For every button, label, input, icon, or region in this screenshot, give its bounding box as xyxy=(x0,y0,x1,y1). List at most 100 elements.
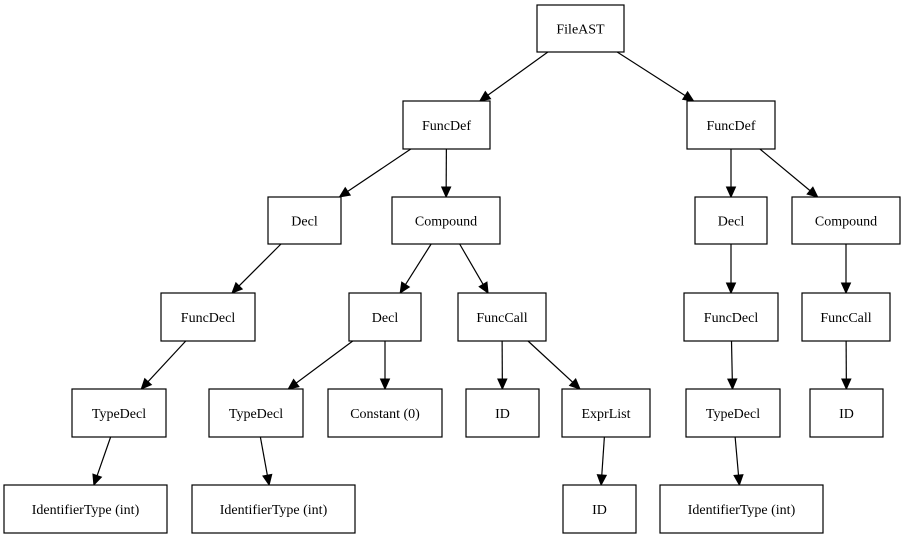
node-box xyxy=(465,388,540,438)
edge-funccall-to-id xyxy=(497,340,508,391)
edge-line xyxy=(730,340,733,380)
arrowhead-icon xyxy=(733,474,744,487)
node-id: ID xyxy=(809,388,884,438)
node-typedecl: TypeDecl xyxy=(208,388,304,438)
node-typedecl: TypeDecl xyxy=(685,388,781,438)
node-label: TypeDecl xyxy=(92,407,146,422)
edge-funcdef-to-decl xyxy=(725,149,737,199)
node-decl: Decl xyxy=(267,196,342,245)
edge-line xyxy=(487,51,549,96)
node-funcdef: FuncDef xyxy=(686,100,776,150)
node-label: TypeDecl xyxy=(229,407,283,422)
arrowhead-icon xyxy=(379,378,391,391)
edge-line xyxy=(759,148,811,192)
arrowhead-icon xyxy=(497,378,508,391)
node-label: FuncDef xyxy=(707,119,756,134)
node-funcdef: FuncDef xyxy=(402,100,491,150)
node-label: IdentifierType (int) xyxy=(688,503,796,518)
edge-typedecl-to-identifiertype-int xyxy=(92,436,112,487)
arrowhead-icon xyxy=(725,186,737,199)
node-compound: Compound xyxy=(391,196,501,245)
edge-line xyxy=(405,243,432,285)
node-box xyxy=(791,196,901,245)
edge-line xyxy=(259,436,268,476)
node-funcdecl: FuncDecl xyxy=(683,292,779,342)
arrowhead-icon xyxy=(478,281,489,295)
node-label: Decl xyxy=(372,311,399,326)
node-label: IdentifierType (int) xyxy=(220,503,328,518)
edge-decl-to-constant-0 xyxy=(379,341,391,391)
node-box xyxy=(561,388,651,438)
node-box xyxy=(536,4,625,53)
arrowhead-icon xyxy=(725,282,737,295)
node-label: TypeDecl xyxy=(706,407,760,422)
node-box xyxy=(685,388,781,438)
node-typedecl: TypeDecl xyxy=(71,388,167,438)
node-id: ID xyxy=(562,484,637,534)
node-funccall: FuncCall xyxy=(457,292,547,342)
edge-funcdecl-to-typedecl xyxy=(140,340,187,390)
node-label: FuncDecl xyxy=(704,311,759,326)
edge-compound-to-funccall xyxy=(840,244,852,295)
node-identifiertype-int: IdentifierType (int) xyxy=(191,484,356,534)
edge-exprlist-to-id xyxy=(596,436,608,487)
edge-funccall-to-exprlist xyxy=(527,340,581,390)
node-label: Decl xyxy=(291,215,318,230)
edge-compound-to-funccall xyxy=(459,243,489,295)
node-fileast: FileAST xyxy=(536,4,625,53)
node-label: Constant (0) xyxy=(350,407,420,422)
edge-line xyxy=(601,436,605,476)
arrowhead-icon xyxy=(92,473,103,487)
node-box xyxy=(3,484,168,534)
node-box xyxy=(694,196,768,245)
node-box xyxy=(71,388,167,438)
node-box xyxy=(683,292,779,342)
arrowhead-icon xyxy=(140,377,153,390)
node-box xyxy=(391,196,501,245)
edge-funccall-to-id xyxy=(841,340,852,391)
node-box xyxy=(686,100,776,150)
edge-decl-to-funcdecl xyxy=(231,243,282,294)
edge-line xyxy=(96,436,112,476)
edge-line xyxy=(734,436,740,476)
edge-line xyxy=(238,243,282,287)
node-box xyxy=(348,292,422,342)
node-label: FuncCall xyxy=(476,311,527,326)
node-decl: Decl xyxy=(694,196,768,245)
node-label: ID xyxy=(592,503,607,518)
edge-fileast-to-funcdef xyxy=(616,51,695,102)
arrowhead-icon xyxy=(338,186,352,198)
arrowhead-icon xyxy=(840,282,852,295)
node-identifiertype-int: IdentifierType (int) xyxy=(3,484,168,534)
node-label: FuncDecl xyxy=(181,311,236,326)
arrowhead-icon xyxy=(478,90,492,102)
arrowhead-icon xyxy=(596,474,608,487)
node-compound: Compound xyxy=(791,196,901,245)
node-label: Compound xyxy=(415,215,477,230)
node-label: ID xyxy=(839,407,854,422)
node-identifiertype-int: IdentifierType (int) xyxy=(659,484,824,534)
node-label: Decl xyxy=(718,215,745,230)
arrowhead-icon xyxy=(568,378,581,390)
arrowhead-icon xyxy=(806,186,819,198)
edge-line xyxy=(295,340,354,384)
node-decl: Decl xyxy=(348,292,422,342)
node-box xyxy=(562,484,637,534)
node-box xyxy=(809,388,884,438)
node-exprlist: ExprList xyxy=(561,388,651,438)
node-box xyxy=(267,196,342,245)
edge-line xyxy=(347,148,412,192)
edge-line xyxy=(616,51,686,97)
node-label: IdentifierType (int) xyxy=(32,503,140,518)
edge-line xyxy=(459,243,484,285)
edge-compound-to-decl xyxy=(399,243,432,295)
edge-funcdef-to-decl xyxy=(338,148,412,198)
node-box xyxy=(801,292,891,342)
node-funcdecl: FuncDecl xyxy=(160,292,256,342)
arrowhead-icon xyxy=(399,281,411,295)
edges-layer xyxy=(92,51,852,487)
edge-typedecl-to-identifiertype-int xyxy=(259,436,273,487)
edge-funcdecl-to-typedecl xyxy=(727,340,738,391)
node-label: FuncDef xyxy=(422,119,471,134)
